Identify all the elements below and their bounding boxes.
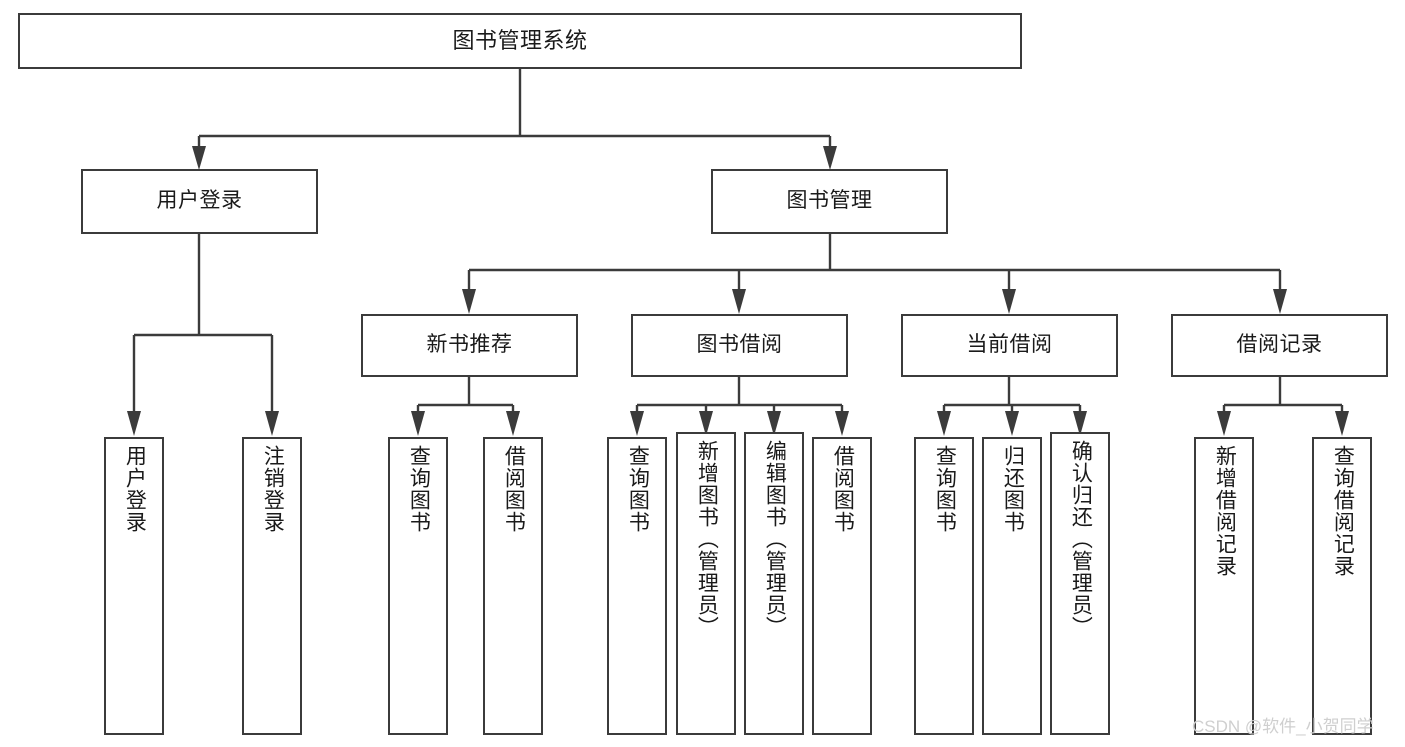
leaf-query-book-borrow[interactable]: 查询图书 xyxy=(607,437,667,735)
leaf-query-book-recommend[interactable]: 查询图书 xyxy=(388,437,448,735)
leaf-return-book[interactable]: 归还图书 xyxy=(982,437,1042,735)
node-current-borrow[interactable]: 当前借阅 xyxy=(901,314,1118,377)
node-label: 借阅图书 xyxy=(831,445,855,533)
node-label: 查询图书 xyxy=(933,445,957,533)
node-new-book-recommend[interactable]: 新书推荐 xyxy=(361,314,578,377)
node-label: 查询图书 xyxy=(407,445,431,533)
node-book-borrow[interactable]: 图书借阅 xyxy=(631,314,848,377)
node-label: 图书管理 xyxy=(786,189,873,213)
node-label: 注销登录 xyxy=(261,445,285,533)
node-label: 新增图书（管理员） xyxy=(695,440,719,638)
node-label: 图书借阅 xyxy=(696,333,783,357)
node-label: 确认归还（管理员） xyxy=(1069,440,1093,638)
watermark: CSDN @软件_小贺同学 xyxy=(1192,717,1374,736)
node-label: 图书管理系统 xyxy=(452,28,588,54)
node-label: 查询借阅记录 xyxy=(1331,445,1355,577)
node-label: 用户登录 xyxy=(156,189,243,213)
leaf-add-borrow-record[interactable]: 新增借阅记录 xyxy=(1194,437,1254,735)
leaf-borrow-book[interactable]: 借阅图书 xyxy=(812,437,872,735)
node-label: 编辑图书（管理员） xyxy=(763,440,787,638)
leaf-user-login[interactable]: 用户登录 xyxy=(104,437,164,735)
leaf-edit-book-admin[interactable]: 编辑图书（管理员） xyxy=(744,432,804,735)
node-label: 新书推荐 xyxy=(426,333,513,357)
leaf-borrow-book-recommend[interactable]: 借阅图书 xyxy=(483,437,543,735)
leaf-query-book-current[interactable]: 查询图书 xyxy=(914,437,974,735)
node-book-management[interactable]: 图书管理 xyxy=(711,169,948,234)
node-label: 借阅图书 xyxy=(502,445,526,533)
node-label: 归还图书 xyxy=(1001,445,1025,533)
node-user-login[interactable]: 用户登录 xyxy=(81,169,318,234)
leaf-query-borrow-record[interactable]: 查询借阅记录 xyxy=(1312,437,1372,735)
node-label: 借阅记录 xyxy=(1236,333,1323,357)
leaf-user-logout[interactable]: 注销登录 xyxy=(242,437,302,735)
node-label: 当前借阅 xyxy=(966,333,1053,357)
leaf-confirm-return-admin[interactable]: 确认归还（管理员） xyxy=(1050,432,1110,735)
node-label: 用户登录 xyxy=(123,445,147,533)
node-label: 新增借阅记录 xyxy=(1213,445,1237,577)
node-borrow-record[interactable]: 借阅记录 xyxy=(1171,314,1388,377)
node-label: 查询图书 xyxy=(626,445,650,533)
node-root-system[interactable]: 图书管理系统 xyxy=(18,13,1022,69)
leaf-add-book-admin[interactable]: 新增图书（管理员） xyxy=(676,432,736,735)
